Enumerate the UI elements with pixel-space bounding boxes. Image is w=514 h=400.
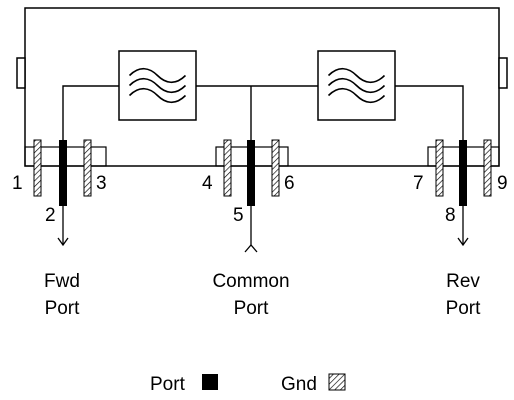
filter-block-1 bbox=[118, 50, 197, 121]
fwd-arrow-icon bbox=[57, 237, 69, 247]
housing-outline bbox=[24, 7, 500, 167]
port-pin-8 bbox=[459, 140, 467, 206]
pin-number-2: 2 bbox=[45, 205, 56, 226]
pin-numbers: 1 2 3 4 5 6 7 8 9 bbox=[12, 173, 508, 226]
legend-gnd-swatch bbox=[328, 373, 346, 391]
port-labels: Fwd Port Common Port Rev Port bbox=[44, 271, 481, 319]
filter-block-2 bbox=[317, 50, 396, 121]
rev-port-label-line1: Rev bbox=[446, 271, 480, 292]
common-arrow-icon bbox=[244, 244, 258, 253]
legend: Port Gnd bbox=[150, 373, 346, 395]
pin-number-7: 7 bbox=[413, 173, 424, 194]
fwd-wire bbox=[62, 85, 119, 148]
pin-number-8: 8 bbox=[445, 205, 456, 226]
fwd-port-label-line1: Fwd bbox=[44, 271, 80, 292]
pin-number-6: 6 bbox=[284, 173, 295, 194]
connector-rev bbox=[427, 139, 500, 206]
pin-number-4: 4 bbox=[202, 173, 213, 194]
port-pin-5 bbox=[247, 140, 255, 206]
common-port-label-line1: Common bbox=[212, 271, 289, 292]
rev-wire bbox=[395, 85, 464, 148]
common-port-label-line2: Port bbox=[234, 298, 270, 319]
internal-wiring bbox=[62, 85, 464, 148]
gnd-pin-1 bbox=[33, 139, 42, 197]
gnd-pin-7 bbox=[435, 139, 444, 197]
pin-number-3: 3 bbox=[96, 173, 107, 194]
rev-arrow-icon bbox=[457, 237, 469, 247]
pin-number-5: 5 bbox=[233, 205, 244, 226]
pin-number-9: 9 bbox=[497, 173, 508, 194]
legend-gnd-label: Gnd bbox=[281, 374, 317, 395]
connector-common bbox=[215, 139, 289, 206]
fwd-port-label-line2: Port bbox=[45, 298, 81, 319]
left-mounting-tab bbox=[16, 57, 26, 89]
right-mounting-tab bbox=[498, 57, 508, 89]
rev-port-label-line2: Port bbox=[446, 298, 482, 319]
connector-fwd bbox=[24, 139, 107, 206]
gnd-pin-6 bbox=[271, 139, 280, 197]
signal-lines bbox=[57, 206, 469, 253]
gnd-pin-9 bbox=[483, 139, 492, 197]
legend-port-swatch bbox=[202, 374, 218, 390]
legend-port-label: Port bbox=[150, 374, 186, 395]
pin-number-1: 1 bbox=[12, 173, 23, 194]
port-pin-2 bbox=[59, 140, 67, 206]
gnd-pin-4 bbox=[223, 139, 232, 197]
gnd-pin-3 bbox=[83, 139, 92, 197]
